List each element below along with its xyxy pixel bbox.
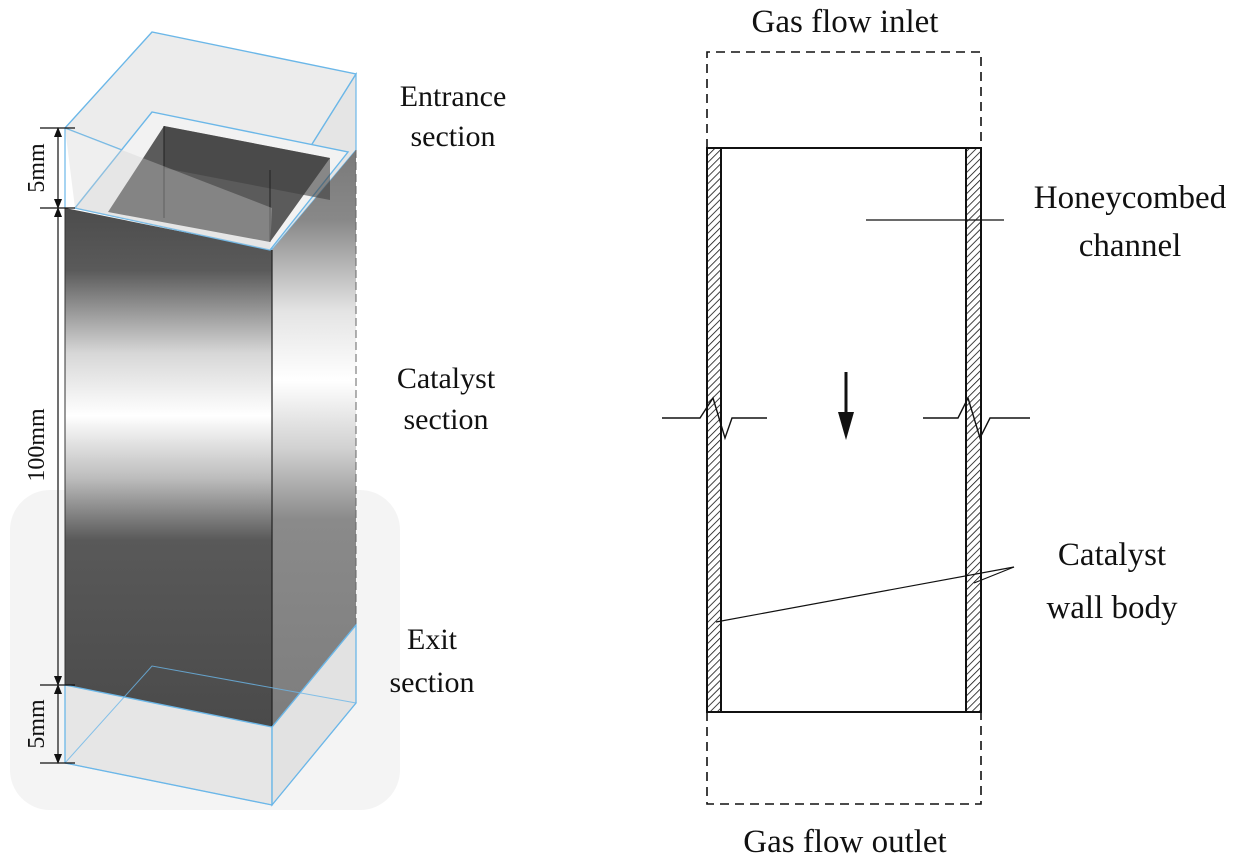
wall-leader-line-right [973,566,1015,584]
exit-label-line2: section [390,666,475,699]
gas-outlet-label: Gas flow outlet [743,824,946,860]
honeycomb-label-line2: channel [1079,228,1182,264]
dim-label-bottom: 5mm [24,699,50,749]
channel-3d-model [10,31,400,810]
exit-top-edge [271,624,357,728]
wall-label-line2: wall body [1046,590,1178,626]
inner-opening-back-wall [164,126,330,200]
catalyst-side-face [272,150,356,727]
channel-schematic: Gas flow inlet Honeycombed channel Catal… [662,4,1227,860]
dim-label-middle: 100mm [24,408,50,482]
wall-leader-line-left [715,566,1015,623]
entrance-front-face [65,128,272,250]
section-labels: Entrance section Catalyst section Exit s… [390,80,507,699]
outlet-dashed-region [706,712,982,805]
wall-label-line1: Catalyst [1058,537,1166,573]
flow-direction-arrow-icon [838,372,854,440]
catalyst-front-face [65,208,272,727]
exit-label-line1: Exit [407,623,458,656]
exit-bottom-face [64,665,357,806]
entrance-label-line2: section [411,120,496,153]
inlet-dashed-region [706,51,982,148]
entrance-label-line1: Entrance [400,80,507,113]
catalyst-section-label-line1: Catalyst [397,362,496,395]
dimension-annotations: 5mm 100mm 5mm [24,127,75,764]
break-mark-icon [923,396,1030,440]
catalyst-section-label-line2: section [404,403,489,436]
gas-inlet-label: Gas flow inlet [752,4,939,40]
catalyst-wall-right [965,147,982,713]
catalyst-wall-left [706,147,722,713]
break-mark-icon [662,396,767,441]
honeycomb-label-line1: Honeycombed [1034,180,1227,216]
dim-label-top: 5mm [24,143,50,193]
